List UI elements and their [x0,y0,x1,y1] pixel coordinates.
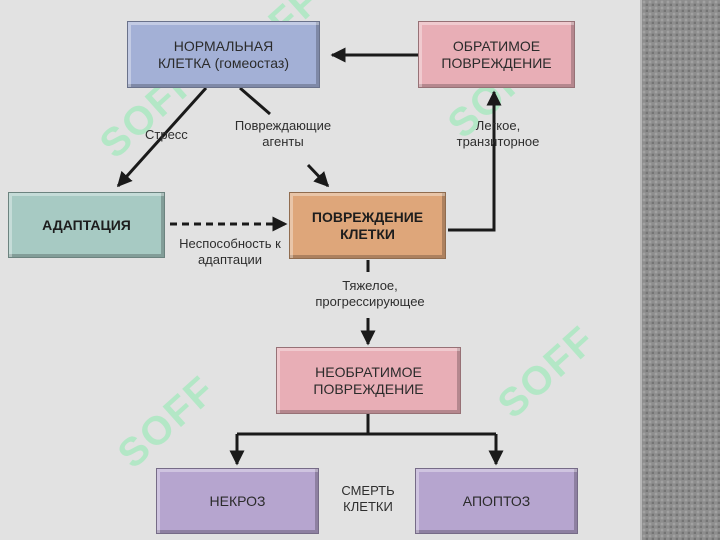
inability-label: Неспособность к адаптации [179,236,281,267]
arrow-damaging-agents [239,86,271,116]
cell-injury-box: ПОВРЕЖДЕНИЕ КЛЕТКИ [289,192,446,259]
arrow-damaging-agents-head [306,163,330,188]
apoptosis-text: АПОПТОЗ [462,492,531,509]
adaptation-text: АДАПТАЦИЯ [42,216,131,233]
irreversible-injury-box: НЕОБРАТИМОЕ ПОВРЕЖДЕНИЕ [276,347,461,414]
arrow-injury-to-reversible [448,90,502,232]
cell-injury-text: ПОВРЕЖДЕНИЕ КЛЕТКИ [311,208,424,242]
irreversible-injury-text: НЕОБРАТИМОЕ ПОВРЕЖДЕНИЕ [313,363,424,397]
mild-transient-label: Легкое, транзиторное [456,118,540,149]
cell-death-label: СМЕРТЬ КЛЕТКИ [341,483,395,514]
stress-label: Стресс [145,127,188,142]
apoptosis-box: АПОПТОЗ [415,468,578,534]
reversible-injury-box: ОБРАТИМОЕ ПОВРЕЖДЕНИЕ [418,21,575,88]
normal-cell-box: НОРМАЛЬНАЯ КЛЕТКА (гомеостаз) [127,21,320,88]
diagram-canvas: SOFF SOFF SOFF SOFF SOFF НОРМАЛЬНАЯ КЛЕТ… [8,0,605,534]
adaptation-box: АДАПТАЦИЯ [8,192,165,258]
necrosis-text: НЕКРОЗ [209,492,266,509]
severe-progressive-label: Тяжелое, прогрессирующее [315,278,425,309]
necrosis-box: НЕКРОЗ [156,468,319,534]
reversible-injury-text: ОБРАТИМОЕ ПОВРЕЖДЕНИЕ [441,37,552,71]
connector-arrows [116,47,504,466]
damaging-agents-label: Повреждающие агенты [234,118,332,149]
normal-cell-text: НОРМАЛЬНАЯ КЛЕТКА (гомеостаз) [157,37,290,71]
slide-side-strip [640,0,720,540]
arrow-stress [116,86,208,188]
